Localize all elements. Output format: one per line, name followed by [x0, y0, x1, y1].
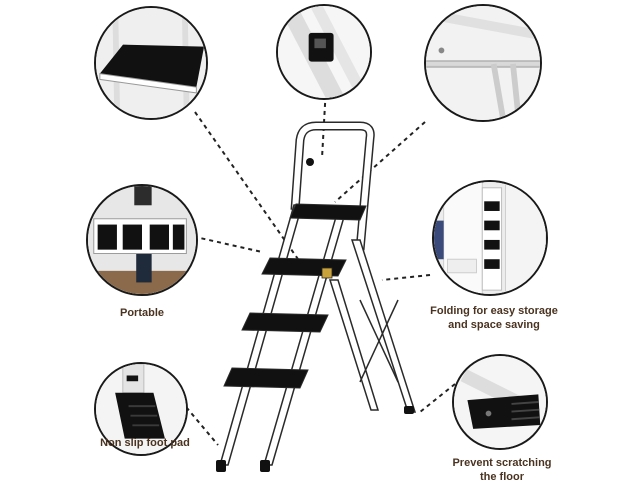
label-prevent-line2: the floor [480, 471, 524, 483]
foot-pad-icon [96, 364, 186, 454]
floor-protector-icon [454, 356, 546, 448]
label-portable: Portable [119, 307, 164, 319]
label-non-slip: Non slip foot pad [100, 437, 190, 449]
portable-carry-icon [88, 186, 196, 294]
label-folding-line2: and space saving [448, 319, 540, 331]
callout-portable [86, 184, 198, 296]
hinge-knob-icon [278, 6, 370, 98]
callout-storage [432, 180, 548, 296]
label-prevent-line1: Prevent scratching [452, 457, 552, 469]
label-folding-line1: Folding for easy storage [430, 305, 558, 317]
callout-foot-pad [94, 362, 188, 456]
callout-step-pad [94, 6, 208, 120]
folded-storage-icon [434, 182, 546, 294]
callout-floor-protector [452, 354, 548, 450]
steel-tube-icon [426, 6, 540, 120]
callout-steel-tube [424, 4, 542, 122]
step-ladder [216, 121, 417, 472]
step-pad-icon [96, 8, 206, 118]
callout-hinge-knob [276, 4, 372, 100]
label-folding-storage: Folding for easy storage and space savin… [422, 304, 566, 332]
